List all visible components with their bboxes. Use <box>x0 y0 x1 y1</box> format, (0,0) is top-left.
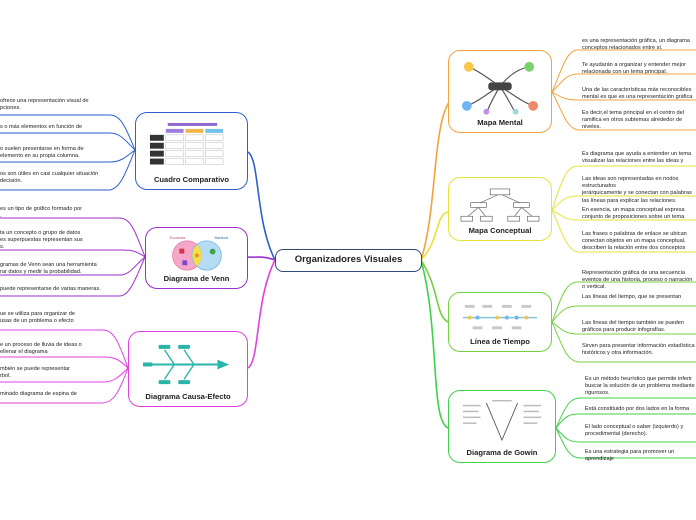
note-venn-3: gramas de Venn sean una herramienta rar … <box>0 262 97 276</box>
topic-cuadro-comparativo[interactable]: Cuadro Comparativo <box>135 112 248 190</box>
note-linea-tiempo-1: Representación gráfica de una secuencia … <box>582 270 693 291</box>
note-cuadro-4: os son útiles en casi cualquier situació… <box>0 171 99 185</box>
topic-label: Mapa Mental <box>477 118 523 127</box>
note-causa-3: mbién se puede representar rbol. <box>0 366 70 380</box>
note-cuadro-2: s o más elementos en función de <box>0 124 83 130</box>
note-cuadro-3: o suelen presentarse en forma de element… <box>0 146 84 160</box>
note-gowin-4: Es una estrategia para promover un apren… <box>585 449 675 463</box>
gowin-v-thumbnail <box>462 399 542 442</box>
note-venn-2: ta un concepto o grupo de datos es super… <box>0 230 83 251</box>
note-linea-tiempo-3: Las líneas del tiempo también se pueden … <box>582 320 684 334</box>
note-linea-tiempo-4: Sirven para presentar información estadí… <box>582 343 695 357</box>
topic-label: Diagrama de Venn <box>163 274 230 283</box>
topic-label: Mapa Conceptual <box>468 226 532 235</box>
note-causa-2: e un proceso de lluvia de ideas o ellena… <box>0 342 82 356</box>
note-mapa-mental-3: Una de las características más reconocib… <box>582 87 693 101</box>
note-venn-4: puede representarse de varias maneras. <box>0 286 101 292</box>
note-cuadro-1: ofrece una representación visual de pcio… <box>0 98 89 112</box>
topic-label: Diagrama de Gowin <box>466 448 538 457</box>
topic-label: Diagrama Causa-Efecto <box>145 392 231 401</box>
topic-mapa-conceptual[interactable]: Mapa Conceptual <box>448 177 552 241</box>
note-linea-tiempo-2: Las líneas del tiempo, que se presentan <box>582 294 682 300</box>
topic-diagrama-gowin[interactable]: Diagrama de Gowin <box>448 390 556 463</box>
topic-diagrama-venn[interactable]: Eucariota Bacteria Diagrama de Venn <box>145 227 248 289</box>
venn-thumbnail: Eucariota Bacteria <box>170 236 229 271</box>
venn-right-label: Bacteria <box>215 236 229 240</box>
note-mapa-mental-1: es una representación gráfica, un diagra… <box>582 38 690 52</box>
note-venn-1: es un tipo de gráfico formado por . <box>0 206 83 220</box>
topic-label: Cuadro Comparativo <box>153 175 230 184</box>
venn-left-label: Eucariota <box>170 236 187 240</box>
topic-label: Línea de Tiempo <box>470 337 530 346</box>
note-gowin-2: Está constituido por dos lados en la for… <box>585 406 690 412</box>
note-mapa-conceptual-4: Las frases o palabras de enlace se ubica… <box>582 231 687 252</box>
topic-linea-tiempo[interactable]: Línea de Tiempo <box>448 292 552 352</box>
timeline-thumbnail <box>462 304 538 330</box>
comparison-table-thumbnail <box>149 122 224 165</box>
note-mapa-mental-2: Te ayudarán a organizar y entender mejor… <box>582 62 686 76</box>
fishbone-thumbnail <box>142 344 230 385</box>
note-gowin-1: Es un método heurístico que permite infe… <box>585 376 695 397</box>
topic-mapa-mental[interactable]: Mapa Mental <box>448 50 552 133</box>
topic-causa-efecto[interactable]: Diagrama Causa-Efecto <box>128 331 248 407</box>
note-causa-1: ue se utiliza para organizar de usas de … <box>0 311 75 325</box>
note-mapa-mental-4: Es decir,el tema principal en el centro … <box>582 110 684 131</box>
note-mapa-conceptual-3: En esencia, un mapa conceptual expresa c… <box>582 207 685 221</box>
note-gowin-3: El lado conceptual o saber (izquierdo) y… <box>585 424 684 438</box>
note-causa-4: minado diagrama de espina de <box>0 391 77 397</box>
central-topic[interactable]: Organizadores Visuales <box>275 249 422 272</box>
note-mapa-conceptual-2: Las ideas son representadas en nodos est… <box>582 176 692 204</box>
mind-map-thumbnail <box>461 61 539 115</box>
concept-map-thumbnail <box>460 188 540 222</box>
note-mapa-conceptual-1: Es diagrama que ayuda a entender un tema… <box>582 151 692 165</box>
